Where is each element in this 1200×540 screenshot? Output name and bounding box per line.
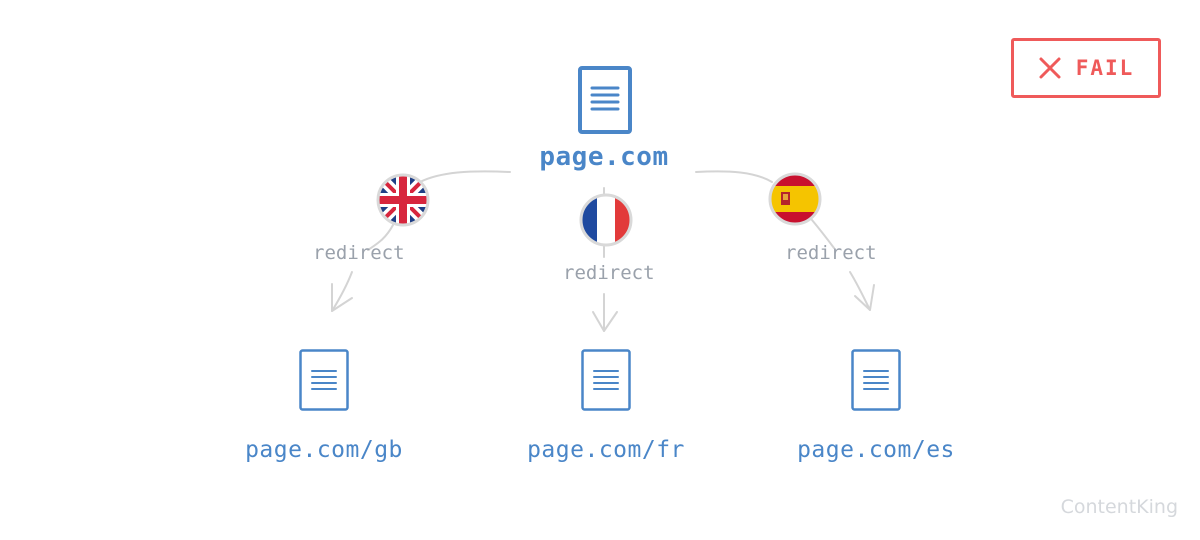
- target-url-fr: page.com/fr: [527, 437, 685, 463]
- redirect-label-es: redirect: [785, 242, 877, 264]
- redirect-label-fr: redirect: [563, 262, 655, 284]
- connector-left-arrow: [331, 271, 353, 312]
- connector-right-arrow: [849, 271, 871, 311]
- arrowhead-left: [331, 283, 353, 312]
- france-flag-icon: [579, 193, 633, 247]
- spain-flag-icon: [768, 172, 822, 226]
- arrowhead-middle: [592, 311, 618, 332]
- document-icon: [851, 349, 901, 411]
- uk-flag-icon: [376, 173, 430, 227]
- arrowhead-right: [854, 284, 875, 311]
- target-url-es: page.com/es: [797, 437, 955, 463]
- connector-right-lower: [811, 219, 835, 249]
- fail-badge: FAIL: [1011, 38, 1161, 98]
- document-icon: [299, 349, 349, 411]
- connector-left: [419, 170, 511, 183]
- connector-right: [695, 170, 773, 183]
- x-mark-icon: [1039, 57, 1061, 79]
- connector-left-lower: [367, 224, 394, 251]
- source-url: page.com: [539, 142, 669, 172]
- document-icon: [581, 349, 631, 411]
- redirect-label-gb: redirect: [313, 242, 405, 264]
- document-icon: [578, 66, 632, 134]
- fail-label: FAIL: [1075, 56, 1135, 80]
- target-url-gb: page.com/gb: [245, 437, 403, 463]
- brand-logo: ContentKing: [1060, 496, 1178, 518]
